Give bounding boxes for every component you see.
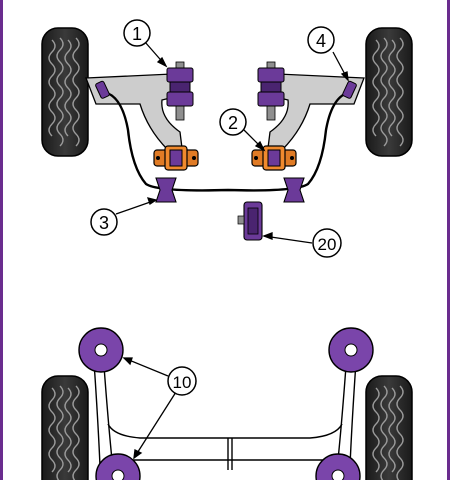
- bush-icon: [251, 145, 297, 171]
- callout-4-label: 4: [316, 31, 326, 51]
- callout-3: 3: [90, 208, 118, 236]
- callout-1-label: 1: [132, 24, 142, 44]
- callout-leaders-front: [115, 41, 349, 244]
- bush-icon: [155, 177, 177, 203]
- bush-icon: [315, 453, 361, 485]
- bush-icon: [257, 61, 285, 121]
- wishbone-arm-icon: [267, 73, 365, 151]
- callout-4: 4: [307, 26, 335, 54]
- bush-icon: [78, 327, 124, 373]
- anti-roll-bar-icon: [103, 90, 351, 192]
- bush-icon: [328, 327, 374, 373]
- bush-icon: [283, 177, 305, 203]
- bush-icon: [95, 80, 110, 99]
- subframe-icon: [93, 361, 357, 470]
- bush-icon: [237, 201, 263, 241]
- callout-leaders-rear: [122, 357, 177, 460]
- callout-3-label: 3: [99, 213, 109, 233]
- callout-1: 1: [123, 19, 151, 47]
- wheel-icon: [41, 375, 89, 485]
- wheel-icon: [365, 375, 413, 485]
- bush-icon: [95, 453, 141, 485]
- bush-icon: [342, 80, 357, 99]
- callout-2-label: 2: [228, 113, 238, 133]
- callout-10-label: 10: [173, 373, 192, 392]
- callout-10: 10: [167, 366, 197, 396]
- callout-20-label: 20: [318, 235, 337, 254]
- bush-icon: [153, 145, 199, 171]
- callout-20: 20: [312, 228, 342, 258]
- bush-icon: [166, 61, 194, 121]
- callout-2: 2: [219, 108, 247, 136]
- wheel-icon: [365, 27, 413, 157]
- wheel-icon: [41, 27, 89, 157]
